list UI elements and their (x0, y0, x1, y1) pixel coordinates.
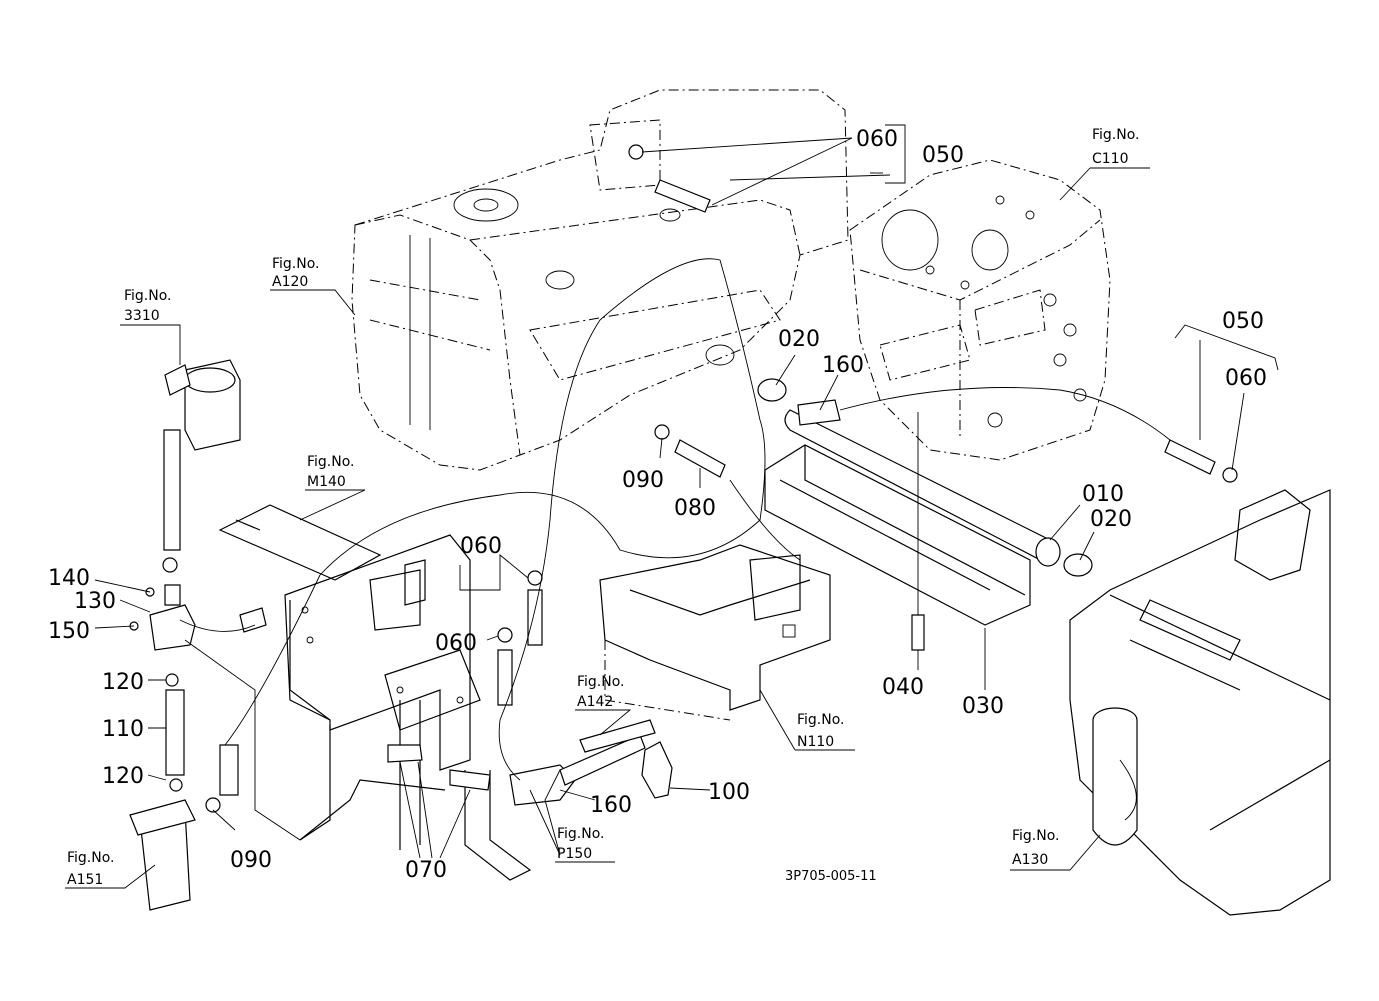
fig-ref-c110-number: C110 (1092, 151, 1129, 167)
callout-140: 140 (48, 566, 90, 591)
fig-ref-a120-number: A120 (272, 274, 308, 290)
callout-020-a: 020 (778, 327, 820, 352)
callout-130: 130 (74, 589, 116, 614)
fig-ref-3310-number: 3310 (124, 308, 160, 324)
figure-references: Fig.No. A120 Fig.No. 3310 Fig.No. C110 F… (67, 127, 1140, 888)
callout-060-top: 060 (856, 127, 898, 152)
hose-parts-drawing (129, 144, 1238, 911)
callout-010: 010 (1082, 482, 1124, 507)
callout-050-top: 050 (922, 143, 964, 168)
callout-040: 040 (882, 675, 924, 700)
transmission-case-drawing (849, 159, 1111, 461)
callout-030: 030 (962, 694, 1004, 719)
callout-120-a: 120 (102, 670, 144, 695)
fig-ref-3310-prefix: Fig.No. (124, 288, 172, 304)
callout-100: 100 (708, 780, 750, 805)
fig-ref-a151-prefix: Fig.No. (67, 850, 115, 866)
fig-ref-a151-number: A151 (67, 872, 103, 888)
callout-160-b: 160 (590, 793, 632, 818)
callout-020-b: 020 (1090, 507, 1132, 532)
callout-090-b: 090 (230, 848, 272, 873)
callout-060-mid2: 060 (435, 631, 477, 656)
callout-080: 080 (674, 496, 716, 521)
callout-060-right: 060 (1225, 366, 1267, 391)
fig-ref-p150-number: P150 (557, 846, 592, 862)
fig-ref-a142-number: A142 (577, 694, 613, 710)
fig-ref-p150-prefix: Fig.No. (557, 826, 605, 842)
callout-110: 110 (102, 717, 144, 742)
callout-160-a: 160 (822, 353, 864, 378)
callout-120-b: 120 (102, 764, 144, 789)
fig-ref-a142-prefix: Fig.No. (577, 674, 625, 690)
callout-labels: 060 050 020 160 050 060 090 080 010 020 … (48, 127, 1267, 883)
fuel-tank-drawing (351, 89, 849, 471)
fig-ref-n110-number: N110 (797, 734, 834, 750)
drawing-code: 3P705-005-11 (785, 869, 877, 884)
fig-ref-m140-number: M140 (307, 474, 346, 490)
fig-ref-a130-prefix: Fig.No. (1012, 828, 1060, 844)
frame-step-drawing (599, 544, 831, 721)
fig-ref-a120-prefix: Fig.No. (272, 256, 320, 272)
callout-070: 070 (405, 858, 447, 883)
callout-090-a: 090 (622, 468, 664, 493)
fig-ref-a130-number: A130 (1012, 852, 1048, 868)
fig-ref-m140-prefix: Fig.No. (307, 454, 355, 470)
callout-150: 150 (48, 619, 90, 644)
leader-lines (65, 124, 1279, 889)
fig-ref-n110-prefix: Fig.No. (797, 712, 845, 728)
callout-060-mid: 060 (460, 534, 502, 559)
callout-050-right: 050 (1222, 309, 1264, 334)
frame-bracket-drawing (218, 504, 532, 881)
sub-tank-drawing (1069, 489, 1331, 916)
tube-and-cover-drawing (764, 399, 1061, 626)
fig-ref-c110-prefix: Fig.No. (1092, 127, 1140, 143)
